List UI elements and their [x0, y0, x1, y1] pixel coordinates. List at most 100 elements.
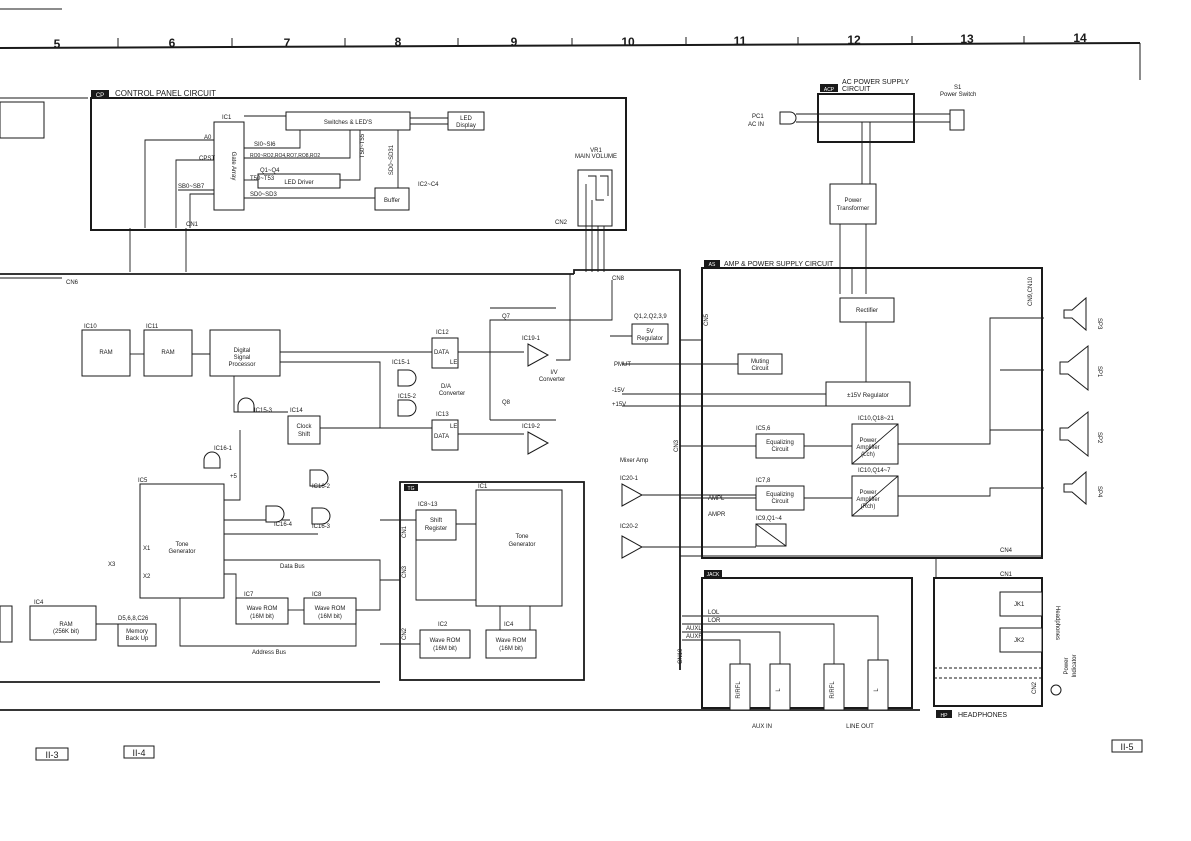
tg-board-section: TG IC8~13 Shift Register IC1 Tone Genera…	[399, 481, 585, 681]
page-ref-box	[1111, 739, 1143, 753]
and-gate-ic16-2	[309, 469, 329, 487]
x2-label: X2	[143, 574, 151, 580]
ic9-label: IC9,Q1~4	[756, 516, 783, 522]
hp-cn1-label: CN1	[1000, 572, 1013, 578]
ic15-1-label: IC15-1	[392, 360, 411, 366]
signal-a0: A0	[204, 135, 212, 141]
grid-ruler	[0, 8, 1141, 80]
wave-rom-ic8-block	[303, 597, 357, 625]
section-tag-jack	[704, 570, 722, 577]
section-tag-tg-text: TG	[408, 486, 415, 492]
tg-cn3-label: CN3	[402, 565, 408, 578]
eq-lch-label-2: Circuit	[771, 447, 788, 453]
pa-lch-label-1: Power	[859, 438, 876, 444]
amp-power-title: AMP & POWER SUPPLY CIRCUIT	[724, 261, 834, 268]
page-ref-left-b: II-4	[132, 748, 145, 758]
ic12-label: IC12	[436, 330, 449, 336]
grid-number: 5	[54, 37, 61, 51]
switches-leds-block	[285, 111, 411, 131]
headphones-title: HEADPHONES	[958, 712, 1007, 719]
hp-cn2-label: CN2	[1032, 681, 1038, 694]
dsp-block	[209, 329, 281, 377]
headphones-vertical-label: Headphones	[1054, 606, 1060, 640]
eq-rch-label-1: Equalizing	[766, 492, 794, 498]
vr1-box	[577, 169, 613, 227]
page-references: II-3 II-4 II-5	[35, 739, 1143, 761]
cn4-label: CN4	[1000, 548, 1013, 554]
and-gate-ic15-3	[237, 397, 255, 413]
grid-numbers: 5 6 7 8 9 10 11 12 13 14	[54, 31, 1087, 51]
tg-tone-gen-block	[475, 489, 563, 607]
eq-rch-label-2: Circuit	[771, 499, 788, 505]
led-display-label-2: Display	[456, 123, 476, 129]
opamp-ic19-1	[527, 343, 550, 367]
and-gate-ic16-3	[311, 507, 331, 525]
section-tag-cp-text: CP	[96, 93, 104, 99]
memory-label-1: Memory	[126, 629, 148, 635]
page-ref-right: II-5	[1120, 742, 1133, 752]
ic20-1-label: IC20-1	[620, 476, 639, 482]
jack-border	[701, 577, 913, 709]
q1q4-label: Q1~Q4	[260, 168, 280, 174]
ac-in-label: AC IN	[748, 122, 764, 128]
ic11-label: IC11	[146, 324, 159, 330]
ac-power-title-1: AC POWER SUPPLY	[842, 79, 909, 86]
sp3-label: SP3	[1096, 318, 1102, 330]
sp1-label: SP1	[1096, 366, 1102, 378]
memory-label-2: Back Up	[126, 636, 149, 642]
signal-bus: RO0~RO2,RO4,RO7,RO8,RO2	[250, 153, 320, 159]
pc1-label: PC1	[752, 114, 764, 120]
grid-number: 10	[621, 35, 635, 49]
jk2-label: JK2	[1014, 638, 1025, 644]
headphones-section: HP HEADPHONES JK1 JK2 Headphones Power I…	[933, 572, 1078, 719]
regulator-5v-label-2: Regulator	[637, 336, 663, 342]
q-reg-label: Q1,2,Q2,3,9	[634, 314, 667, 320]
gate-array-label: Gate Array	[230, 152, 236, 181]
ic4-label: IC4	[34, 600, 44, 606]
amp-power-border	[701, 267, 1043, 559]
line-out-l-label: L	[874, 688, 880, 692]
grid-number: 9	[511, 35, 518, 49]
cn10-label: CN10	[678, 648, 684, 664]
and-gate-ic15-2	[397, 399, 417, 417]
data-ic13-label: DATA	[434, 434, 449, 440]
lor-label: LOR	[708, 618, 721, 624]
tg-wave-rom-ic2-block	[419, 629, 471, 659]
speaker-sp1	[1059, 344, 1089, 392]
indicator-label-2: Indicator	[1072, 654, 1078, 677]
wave-rom-ic8-bits: (16M bit)	[318, 614, 342, 620]
section-tag-cp	[91, 90, 109, 98]
regulator-15v-block	[825, 381, 911, 407]
ic19-2-label: IC19-2	[522, 424, 541, 430]
signal-t50: T50~T53	[250, 176, 275, 182]
vr1-desc: MAIN VOLUME	[575, 154, 617, 160]
memory-parts-label: D5,6,8,C26	[118, 616, 149, 622]
wave-rom-ic7-label: Wave ROM	[247, 606, 278, 612]
section-tag-jack-text: JACK	[707, 572, 720, 578]
muting-label-2: Circuit	[751, 366, 768, 372]
vplus-label: +5	[230, 474, 238, 480]
cn3-as-label: CN3	[674, 439, 680, 452]
opamp-ic19-2	[527, 431, 550, 455]
speaker-sp4	[1063, 470, 1087, 506]
grid-number: 7	[284, 36, 291, 50]
tg-wave-rom-ic4-label: Wave ROM	[496, 638, 527, 644]
ic7-8-label: IC7,8	[756, 478, 771, 484]
amp-power-section: AS AMP & POWER SUPPLY CIRCUIT	[610, 260, 1102, 559]
control-panel-border	[90, 97, 627, 231]
tg-wave-rom-ic2-bits: (16M bit)	[433, 646, 457, 652]
power-transformer-block	[829, 183, 877, 225]
sp4-label: SP4	[1096, 486, 1102, 498]
clock-label-2: Shift	[298, 432, 310, 438]
page-ref-box	[123, 745, 155, 759]
tg-wave-rom-ic2-label: Wave ROM	[430, 638, 461, 644]
aux-in-l-jack	[769, 663, 791, 711]
grid-number: 8	[395, 35, 402, 49]
mixer-opamp-ic20-1	[621, 483, 644, 507]
wave-rom-ic8-label: Wave ROM	[315, 606, 346, 612]
aux-in-label: AUX IN	[752, 724, 772, 730]
tg-tone-label-2: Generator	[508, 542, 535, 548]
eq-lch-block	[755, 433, 805, 459]
regulator-5v-block	[631, 323, 669, 345]
